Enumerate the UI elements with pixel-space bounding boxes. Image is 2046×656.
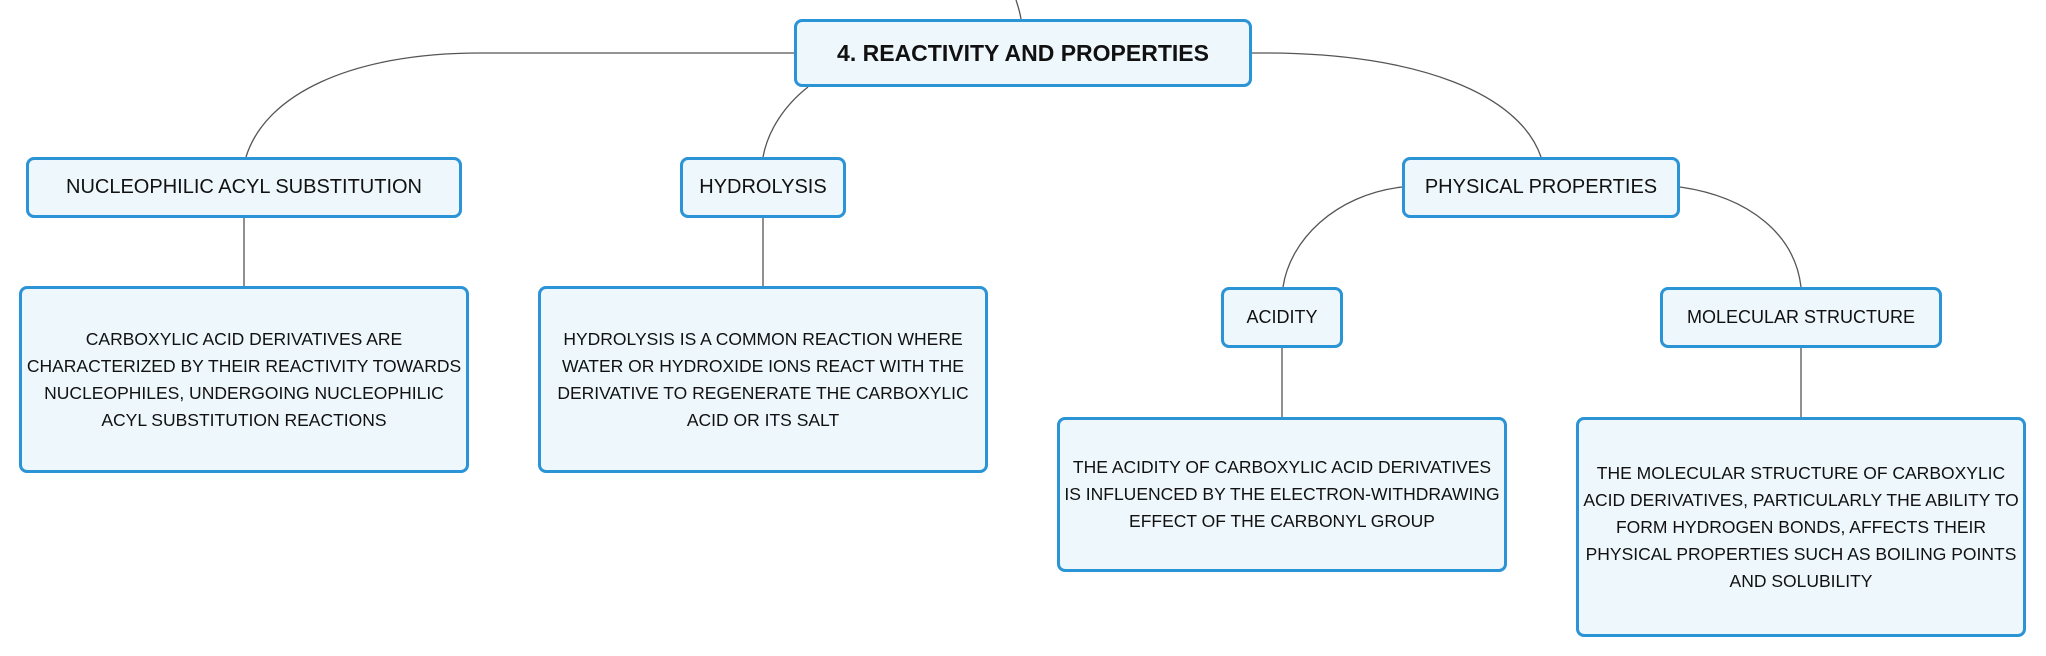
connector-root-to-nucleophilic <box>245 52 794 158</box>
detail-molecular-structure[interactable]: THE MOLECULAR STRUCTURE OF CARBOXYLIC AC… <box>1576 417 2026 637</box>
topic-label: NUCLEOPHILIC ACYL SUBSTITUTION <box>66 176 422 198</box>
detail-nucleophilic-acyl-substitution[interactable]: CARBOXYLIC ACID DERIVATIVES ARE CHARACTE… <box>19 286 469 473</box>
detail-hydrolysis[interactable]: HYDROLYSIS IS A COMMON REACTION WHERE WA… <box>538 286 988 473</box>
subtopic-label: MOLECULAR STRUCTURE <box>1686 307 1916 327</box>
topic-label: HYDROLYSIS <box>699 176 827 198</box>
detail-text: CARBOXYLIC ACID DERIVATIVES ARE CHARACTE… <box>26 328 462 430</box>
connector-parent-to-root <box>1015 0 1022 20</box>
subtopic-acidity[interactable]: ACIDITY <box>1221 287 1343 348</box>
detail-text: THE MOLECULAR STRUCTURE OF CARBOXYLIC AC… <box>1583 462 2019 591</box>
connector-root-to-physical <box>1252 52 1542 158</box>
detail-text: THE ACIDITY OF CARBOXYLIC ACID DERIVATIV… <box>1064 457 1500 531</box>
connector-physical-to-molecular <box>1679 186 1802 288</box>
detail-acidity[interactable]: THE ACIDITY OF CARBOXYLIC ACID DERIVATIV… <box>1057 417 1507 572</box>
topic-label: PHYSICAL PROPERTIES <box>1424 176 1658 198</box>
root-topic-label: 4. REACTIVITY AND PROPERTIES <box>837 39 1209 66</box>
detail-text: HYDROLYSIS IS A COMMON REACTION WHERE WA… <box>557 328 969 430</box>
topic-nucleophilic-acyl-substitution[interactable]: NUCLEOPHILIC ACYL SUBSTITUTION <box>26 157 462 218</box>
connector-physical-to-acidity <box>1282 186 1403 288</box>
topic-hydrolysis[interactable]: HYDROLYSIS <box>680 157 846 218</box>
subtopic-label: ACIDITY <box>1246 307 1318 327</box>
connector-root-to-hydrolysis <box>762 86 809 158</box>
root-topic-node[interactable]: 4. REACTIVITY AND PROPERTIES <box>794 19 1252 87</box>
subtopic-molecular-structure[interactable]: MOLECULAR STRUCTURE <box>1660 287 1942 348</box>
topic-physical-properties[interactable]: PHYSICAL PROPERTIES <box>1402 157 1680 218</box>
